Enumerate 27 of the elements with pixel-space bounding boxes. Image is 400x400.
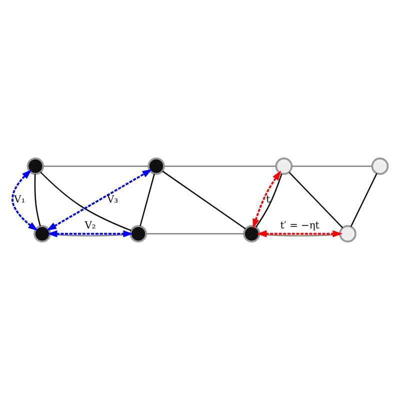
connector: [162, 170, 246, 230]
node-circle: [148, 158, 165, 175]
arrow: [12, 170, 38, 231]
node-circle: [26, 158, 44, 175]
connector: [164, 166, 276, 167]
node-circle: [34, 225, 51, 242]
connector: [146, 233, 244, 234]
edge-label: t′ = −ηt: [280, 220, 320, 232]
edge-label: t: [266, 194, 270, 206]
connector: [140, 174, 155, 226]
node-circle: [371, 158, 389, 175]
node-circle: [275, 158, 293, 175]
connector: [43, 166, 148, 167]
connector: [288, 172, 344, 228]
arrow: [46, 169, 152, 231]
connector: [34, 174, 41, 226]
arrow: [256, 230, 343, 238]
edge-label: V₃: [107, 194, 118, 206]
node-circle: [243, 225, 260, 242]
arrow: [47, 230, 134, 238]
connector: [350, 173, 378, 227]
node-circle: [339, 225, 356, 242]
connector: [292, 166, 372, 167]
connector: [40, 172, 132, 232]
edge-label: V₁: [14, 194, 26, 206]
edge-label: V₂: [84, 220, 96, 232]
node-circle: [130, 225, 147, 242]
